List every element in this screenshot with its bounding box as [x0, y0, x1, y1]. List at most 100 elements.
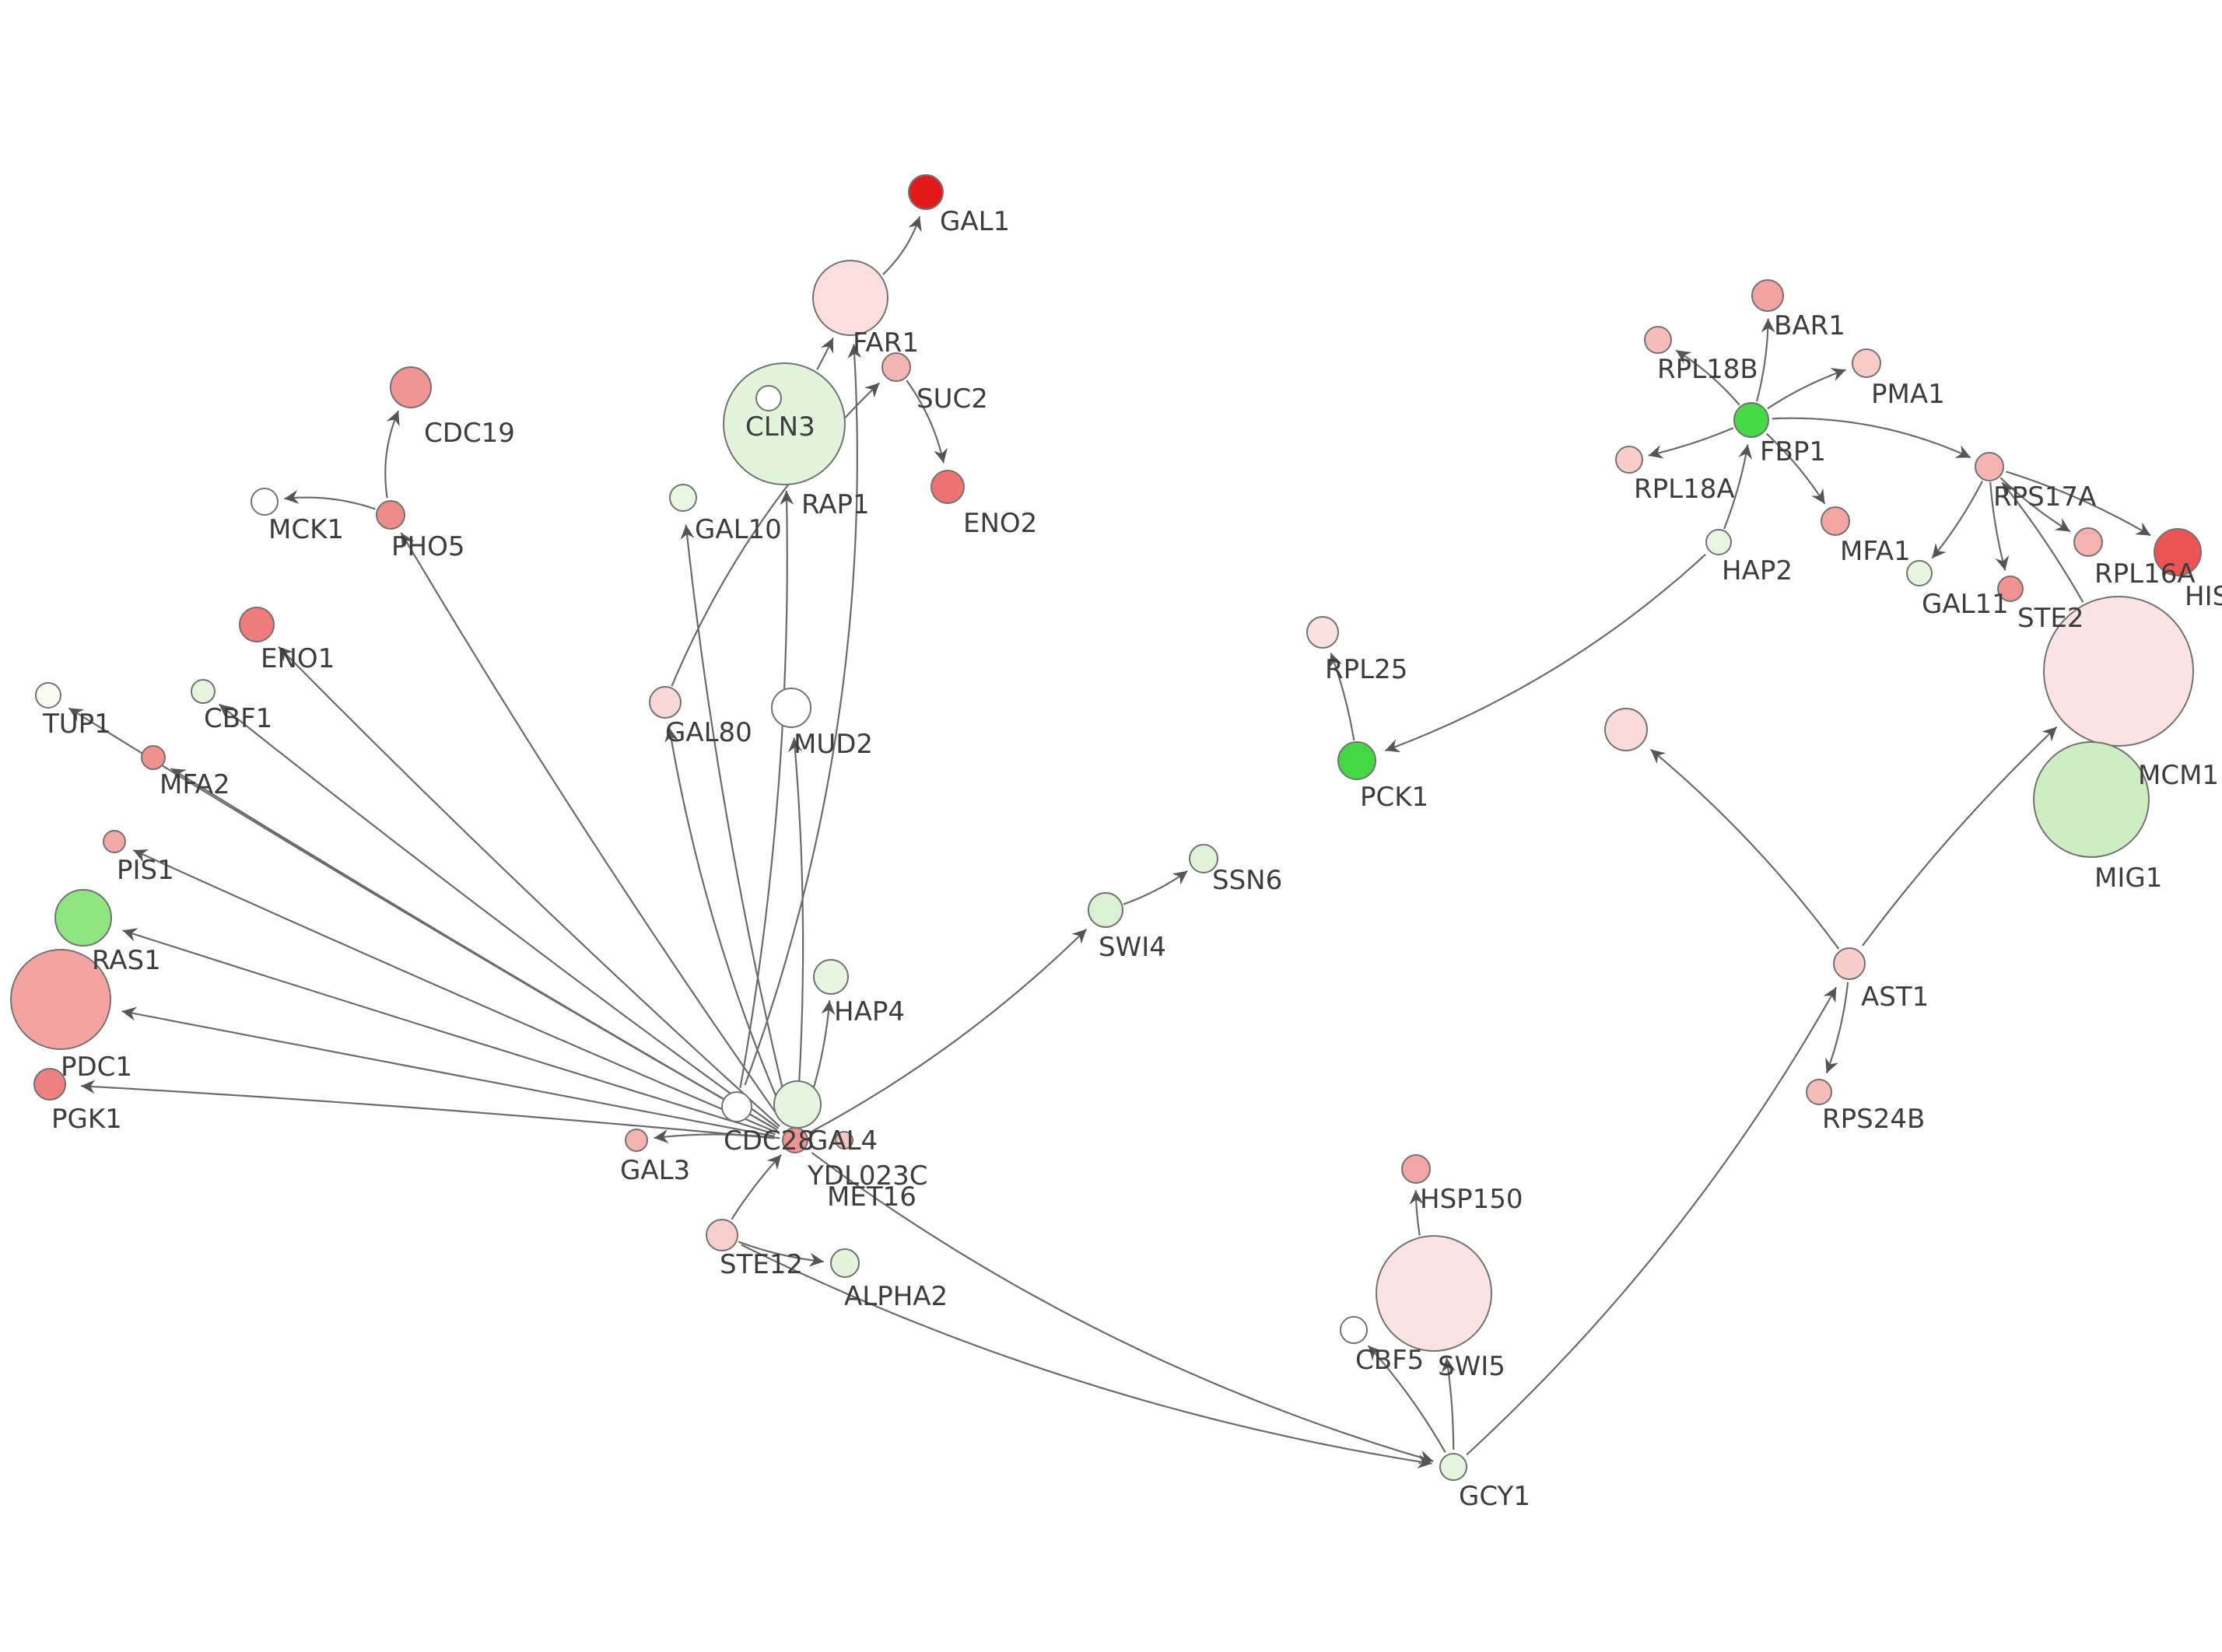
node-label-hsp150: HSP150: [1420, 1184, 1523, 1215]
graph-node-met16[interactable]: [773, 1080, 822, 1129]
node-label-ste12: STE12: [720, 1249, 803, 1280]
node-label-mud2: MUD2: [794, 729, 873, 760]
graph-node-gcy1[interactable]: [1439, 1453, 1467, 1481]
graph-node-pck1[interactable]: [1337, 741, 1376, 780]
graph-edge-fbp1-pma1: [1767, 368, 1846, 410]
graph-edge-gal4-eno1: [278, 646, 780, 1128]
graph-edge-gal4-pgk1: [80, 1080, 775, 1139]
graph-node-gal80[interactable]: [649, 686, 682, 719]
graph-node-pgk1[interactable]: [33, 1068, 66, 1101]
node-label-mfa1: MFA1: [1840, 536, 1911, 567]
graph-node-gal4[interactable]: [782, 1127, 808, 1153]
graph-edge-fbp1-mfa1: [1765, 432, 1826, 505]
graph-node-rap1[interactable]: [755, 385, 782, 411]
graph-node-rpl18b[interactable]: [1644, 326, 1672, 354]
graph-node-swi5[interactable]: [1376, 1235, 1492, 1352]
graph-edge-swi5-hsp150: [1409, 1190, 1424, 1236]
graph-node-mck1[interactable]: [251, 488, 279, 516]
graph-node-cbf5[interactable]: [1340, 1316, 1368, 1344]
graph-edge-hap2-pck1: [1384, 553, 1706, 753]
graph-node-gal1[interactable]: [908, 174, 944, 210]
graph-node-ydl023c[interactable]: [835, 1131, 853, 1150]
graph-edge-fbp1-rpl18a: [1648, 427, 1734, 459]
node-label-pho5: PHO5: [391, 531, 464, 562]
graph-edge-pho5-mck1: [284, 489, 376, 510]
graph-node-eno1[interactable]: [239, 607, 275, 642]
node-label-ste2: STE2: [2017, 603, 2084, 634]
graph-node-hap2[interactable]: [1705, 529, 1732, 555]
graph-node-ast1[interactable]: [1833, 947, 1866, 980]
graph-node-mud2[interactable]: [771, 688, 811, 728]
graph-node-gal11[interactable]: [1906, 560, 1933, 586]
node-label-mfa2: MFA2: [159, 769, 230, 800]
graph-node-rpl25[interactable]: [1306, 616, 1339, 649]
graph-node-cdc19[interactable]: [390, 366, 432, 408]
graph-edge-pho5-cdc19: [384, 410, 400, 499]
graph-node-far1[interactable]: [812, 260, 888, 336]
node-label-swi4: SWI4: [1099, 932, 1166, 963]
graph-node-cdc28[interactable]: [721, 1091, 752, 1122]
graph-edge-gal4-cbf1: [219, 703, 780, 1129]
node-label-tup1: TUP1: [42, 709, 111, 740]
graph-node-hap4[interactable]: [813, 959, 849, 995]
node-label-cbf1: CBF1: [204, 703, 272, 734]
graph-node-tup1[interactable]: [35, 682, 61, 709]
graph-node-bar1[interactable]: [1751, 279, 1784, 312]
node-label-fbp1: FBP1: [1760, 436, 1826, 467]
node-label-gal1: GAL1: [940, 206, 1010, 237]
graph-node-eno2[interactable]: [931, 470, 965, 504]
graph-node-node1[interactable]: [1604, 708, 1648, 751]
graph-node-rpl16a[interactable]: [2073, 527, 2103, 557]
node-label-pck1: PCK1: [1360, 782, 1428, 813]
graph-node-fbp1[interactable]: [1733, 402, 1769, 438]
graph-edge-gcy1-ast1: [1466, 986, 1838, 1456]
graph-node-gal3[interactable]: [625, 1129, 648, 1152]
node-label-alpha2: ALPHA2: [844, 1281, 948, 1312]
graph-node-alpha2[interactable]: [830, 1248, 860, 1278]
graph-edge-far1-gal1: [881, 216, 922, 275]
graph-edge-ast1-rps24b: [1825, 982, 1849, 1074]
graph-edge-cdc28-far1: [744, 344, 862, 1086]
graph-edge-fbp1-bar1: [1756, 318, 1775, 402]
node-label-pis1: PIS1: [117, 855, 174, 886]
graph-edge-ast1-node1: [1649, 748, 1840, 950]
node-label-gcy1: GCY1: [1459, 1481, 1530, 1512]
graph-node-pis1[interactable]: [103, 830, 126, 853]
node-label-swi5: SWI5: [1438, 1351, 1505, 1382]
node-label-rpl18a: RPL18A: [1634, 474, 1735, 505]
graph-node-cln3[interactable]: [723, 362, 846, 485]
nodes-layer: [10, 174, 2202, 1481]
graph-node-ssn6[interactable]: [1189, 844, 1218, 873]
node-label-rpl25: RPL25: [1325, 654, 1407, 685]
graph-node-ste12[interactable]: [706, 1219, 738, 1251]
graph-node-cbf1[interactable]: [191, 679, 216, 704]
graph-node-mfa1[interactable]: [1821, 506, 1850, 536]
graph-node-mig1[interactable]: [2033, 741, 2150, 858]
graph-edge-gal4-mud2: [788, 737, 804, 1122]
graph-node-pma1[interactable]: [1852, 348, 1881, 378]
node-label-gal4: GAL4: [808, 1125, 878, 1157]
graph-node-mfa2[interactable]: [141, 745, 166, 770]
node-label-rpl18b: RPL18B: [1657, 354, 1758, 385]
graph-node-gal10[interactable]: [669, 484, 697, 512]
node-label-pma1: PMA1: [1871, 379, 1945, 410]
graph-node-mcm1[interactable]: [2043, 596, 2194, 747]
graph-edge-cdc28-cln3: [739, 490, 794, 1088]
node-label-eno2: ENO2: [963, 508, 1037, 539]
node-label-pgk1: PGK1: [51, 1104, 122, 1135]
graph-node-rpl18a[interactable]: [1615, 446, 1643, 474]
graph-node-ste2[interactable]: [1997, 576, 2024, 602]
graph-node-rps24b[interactable]: [1806, 1079, 1832, 1105]
graph-node-pho5[interactable]: [376, 500, 405, 530]
graph-node-his4[interactable]: [2154, 528, 2202, 576]
graph-node-rps17a[interactable]: [1975, 452, 2004, 481]
graph-node-suc2[interactable]: [881, 352, 911, 382]
graph-edge-fbp1-rpl18b: [1675, 349, 1740, 406]
graph-node-hsp150[interactable]: [1401, 1154, 1431, 1184]
graph-node-pdc1[interactable]: [10, 949, 111, 1050]
graph-node-ras1[interactable]: [54, 889, 112, 947]
graph-node-swi4[interactable]: [1088, 892, 1123, 928]
graph-edge-cln3-far1: [816, 338, 834, 370]
